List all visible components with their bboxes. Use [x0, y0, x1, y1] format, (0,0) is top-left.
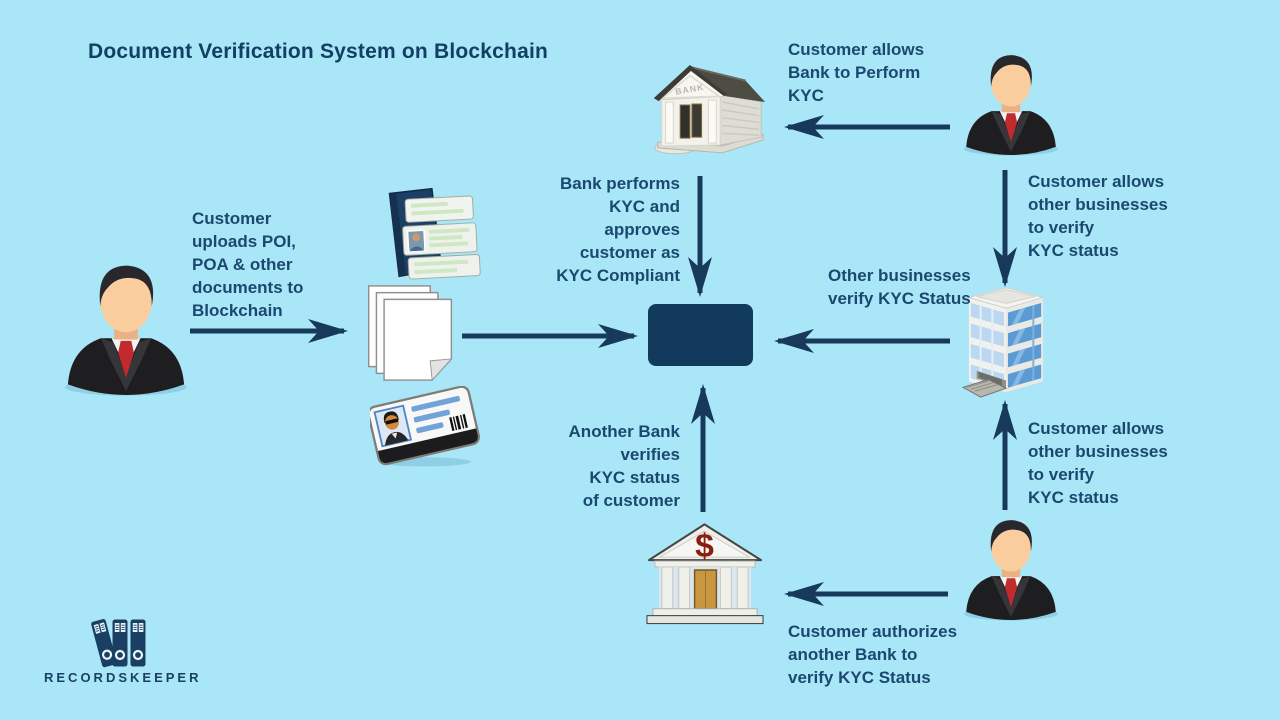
id-card-icon [370, 386, 480, 468]
folder-id-cards-icon [376, 184, 482, 284]
label-other-businesses-verify: Other businesses verify KYC Status [828, 266, 971, 308]
label-customer-allows-bank: Customer allows Bank to Perform KYC [788, 40, 925, 105]
label-bank-performs-kyc: Bank performs KYC and approves customer … [556, 174, 680, 285]
businessman-icon-top-right [960, 46, 1062, 156]
blockchain-block [648, 304, 753, 366]
label-customer-uploads-documents: Customer uploads POI, POA & other docume… [192, 209, 304, 320]
label-another-bank-verifies: Another Bank verifies KYC status of cust… [568, 422, 680, 510]
page-title: Document Verification System on Blockcha… [88, 40, 549, 63]
bank-building-icon [646, 50, 768, 158]
office-building-icon [956, 278, 1056, 400]
label-customer-allows-businesses-bottom: Customer allows other businesses to veri… [1028, 419, 1168, 507]
recordskeeper-logo-text: RECORDSKEEPER [44, 670, 202, 685]
businessman-icon-left [60, 250, 192, 400]
bank-dollar-icon [643, 517, 767, 629]
label-customer-authorizes-bank: Customer authorizes another Bank to veri… [788, 622, 958, 687]
recordskeeper-logo-icon [90, 617, 146, 669]
paper-stack-icon [366, 284, 456, 382]
label-customer-allows-businesses-top: Customer allows other businesses to veri… [1028, 172, 1168, 260]
businessman-icon-bottom-right [960, 511, 1062, 621]
